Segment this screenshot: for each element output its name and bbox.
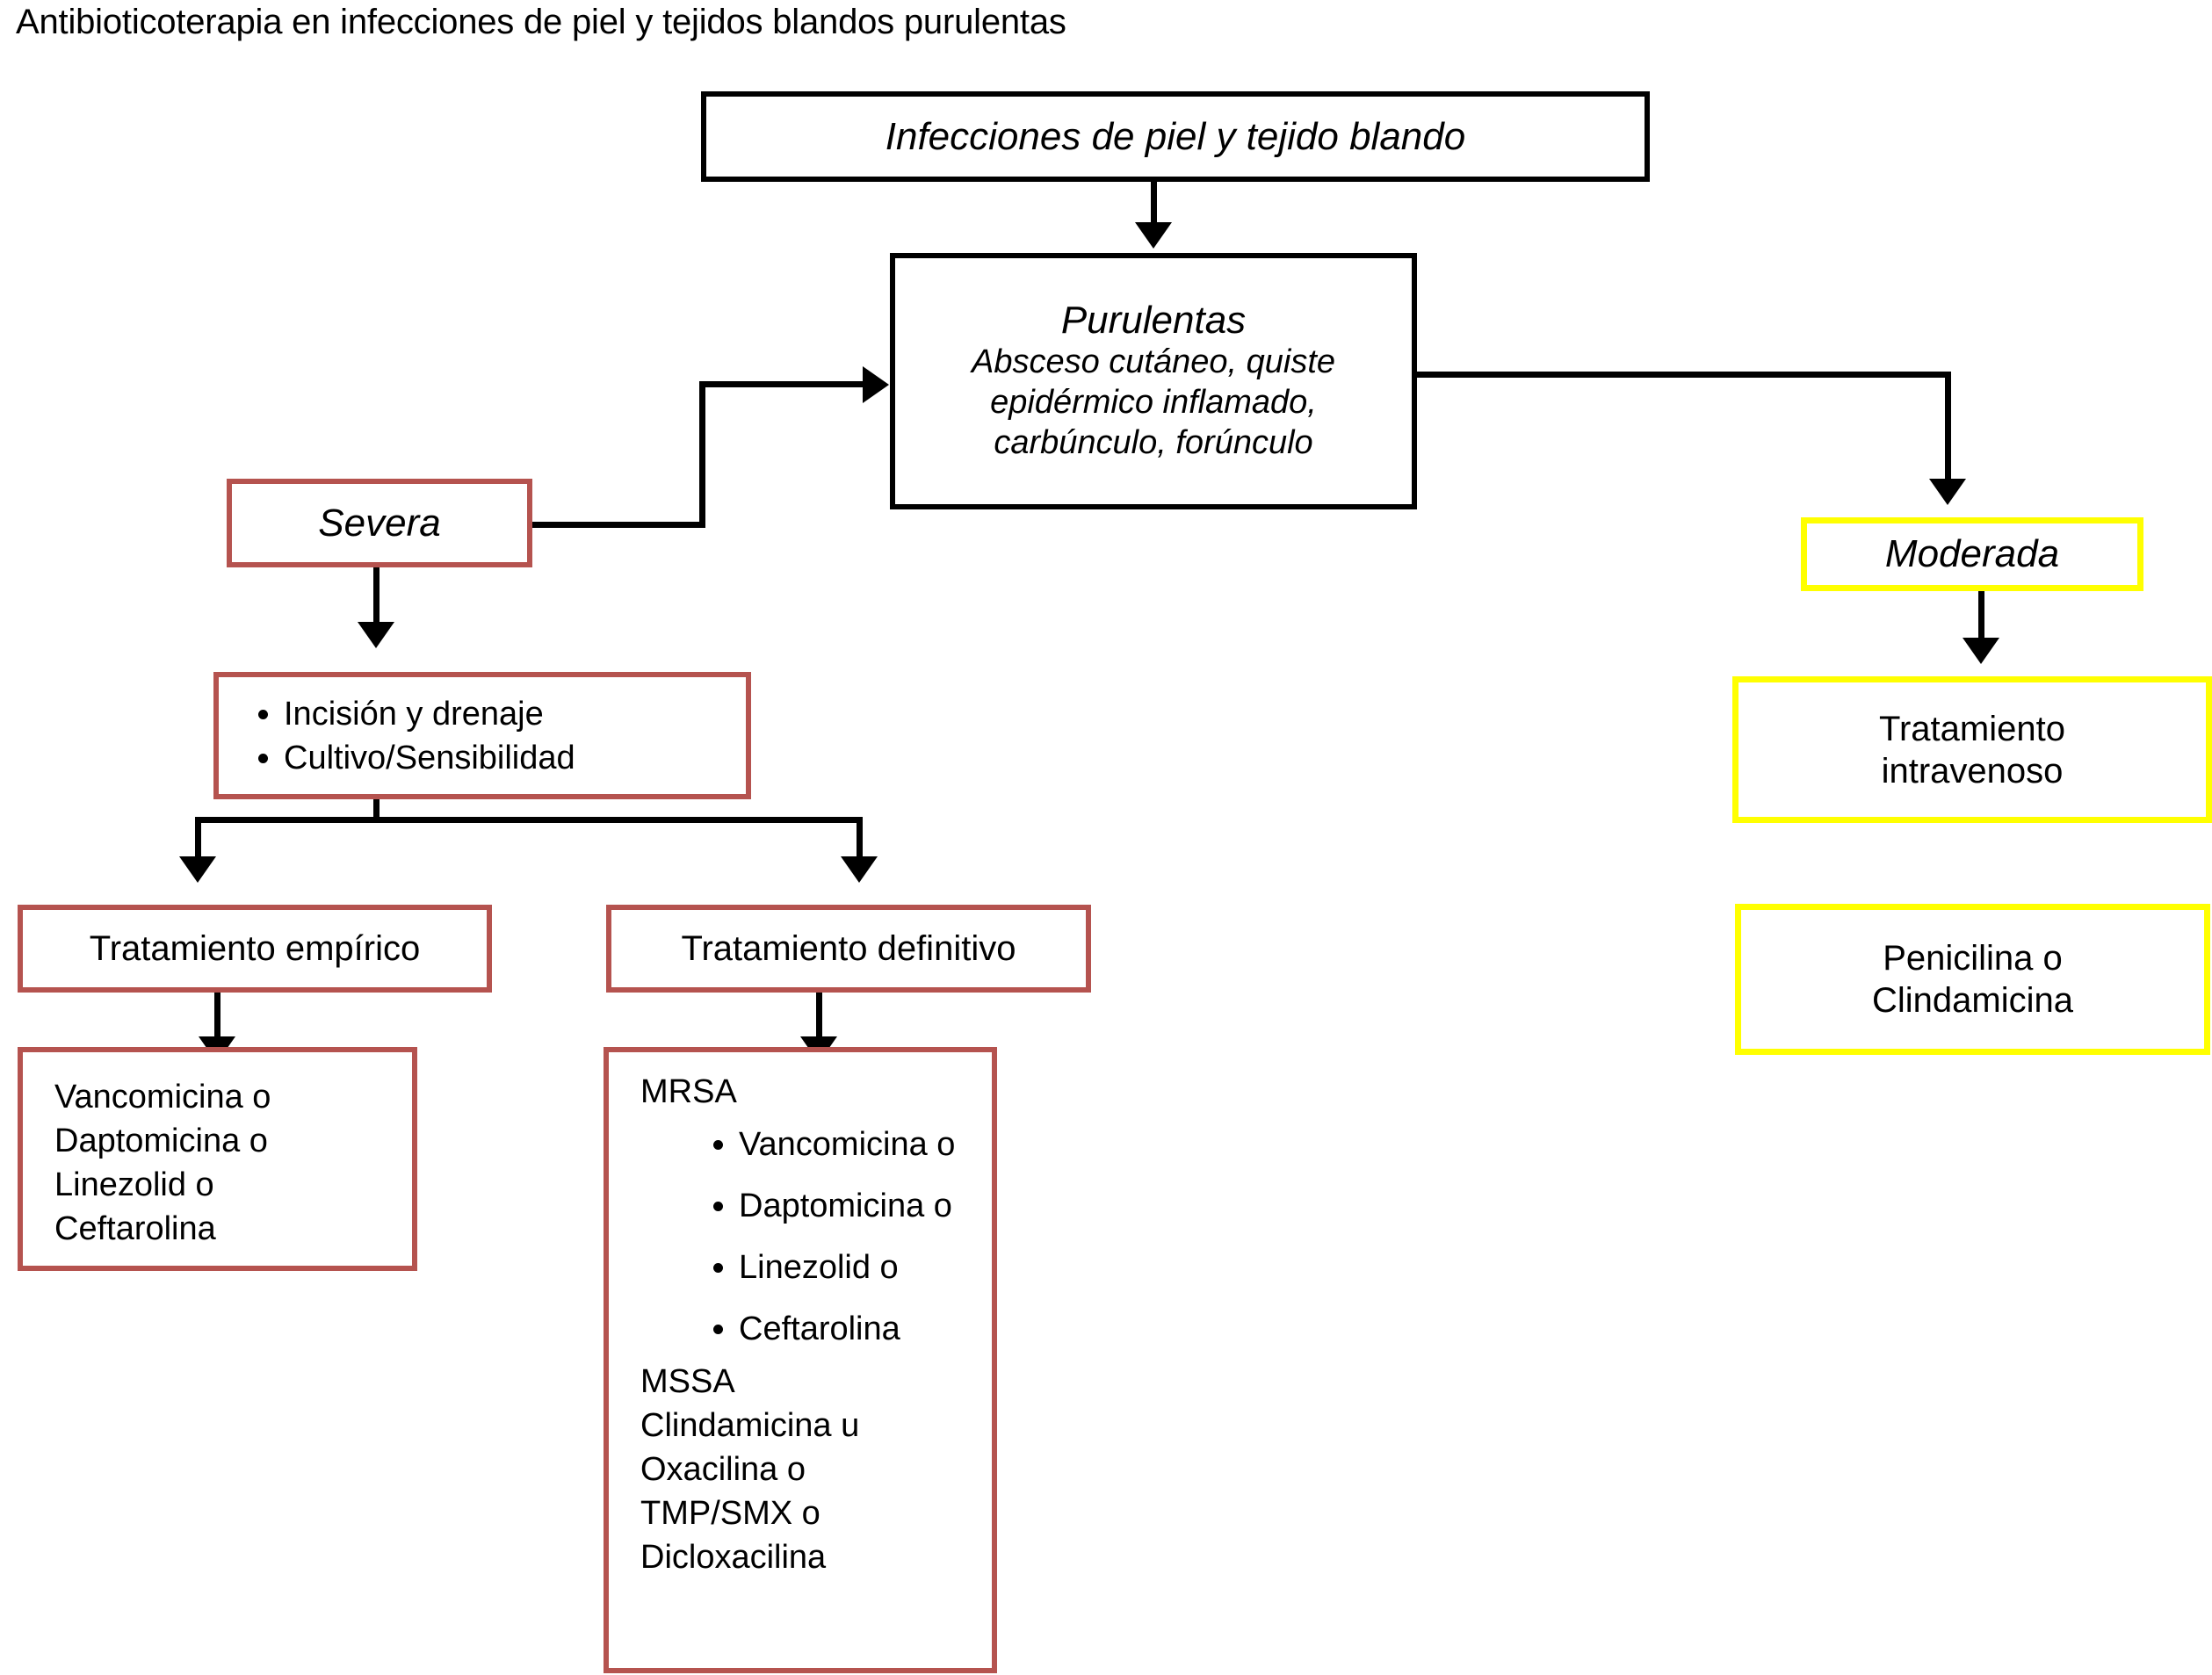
- node-iv-line-1: Tratamiento: [1879, 709, 2065, 748]
- connector-moderada-to-iv-arrow: [1963, 638, 1999, 664]
- node-iv-line-2: intravenoso: [1881, 751, 2064, 791]
- node-definitivo-drugs[interactable]: MRSA Vancomicina o Daptomicina o Linezol…: [604, 1047, 997, 1673]
- node-tratamiento-definitivo-label: Tratamiento definitivo: [681, 929, 1016, 968]
- list-item: Linezolid o: [739, 1237, 992, 1298]
- mrsa-drug-list: Vancomicina o Daptomicina o Linezolid o …: [640, 1114, 992, 1360]
- connector-severa-to-purulentas-seg1: [530, 522, 705, 528]
- node-moderada[interactable]: Moderada: [1801, 517, 2143, 591]
- connector-split-right-arrow: [841, 856, 878, 883]
- connector-split-horizontal-bar: [195, 817, 863, 823]
- node-moderada-drugs[interactable]: Penicilina o Clindamicina: [1735, 904, 2210, 1055]
- empirico-drug-line-3: Linezolid o: [54, 1166, 214, 1203]
- node-purulentas-title: Purulentas: [1060, 299, 1247, 342]
- moderada-drug-line-2: Clindamicina: [1872, 981, 2073, 1020]
- node-severa-label: Severa: [318, 501, 441, 545]
- connector-severa-to-steps-arrow: [358, 622, 394, 648]
- list-item: Incisión y drenaje: [284, 692, 746, 736]
- mrsa-heading: MRSA: [640, 1073, 737, 1110]
- list-item: Vancomicina o: [739, 1114, 992, 1175]
- node-empirico-drugs[interactable]: Vancomicina o Daptomicina o Linezolid o …: [18, 1047, 417, 1271]
- node-tratamiento-empirico[interactable]: Tratamiento empírico: [18, 905, 492, 993]
- connector-moderada-to-iv-line: [1978, 591, 1984, 644]
- node-moderada-label: Moderada: [1884, 532, 2060, 575]
- node-tratamiento-definitivo[interactable]: Tratamiento definitivo: [606, 905, 1091, 993]
- page-title: Antibioticoterapia en infecciones de pie…: [16, 3, 1066, 41]
- severa-steps-list: Incisión y drenaje Cultivo/Sensibilidad: [219, 692, 746, 780]
- list-item: Cultivo/Sensibilidad: [284, 736, 746, 780]
- node-purulentas-detail-line-3: carbúnculo, forúnculo: [994, 424, 1313, 461]
- connector-severa-to-steps-line: [373, 567, 380, 628]
- node-root-label: Infecciones de piel y tejido blando: [885, 114, 1466, 158]
- empirico-drug-line-4: Ceftarolina: [54, 1210, 216, 1247]
- connector-severa-to-purulentas-seg3: [699, 381, 866, 387]
- node-tratamiento-intravenoso[interactable]: Tratamiento intravenoso: [1732, 676, 2212, 823]
- connector-definitivo-to-drugs-line: [816, 993, 822, 1043]
- connector-purulentas-to-moderada-seg2: [1945, 372, 1951, 484]
- list-item: Daptomicina o: [739, 1175, 992, 1237]
- mssa-drug-line-2: Oxacilina o: [640, 1451, 806, 1488]
- moderada-drug-line-1: Penicilina o: [1883, 939, 2063, 978]
- connector-root-to-purulentas-line: [1151, 182, 1157, 228]
- node-purulentas-detail-line-1: Absceso cutáneo, quiste: [971, 343, 1336, 380]
- node-purulentas-detail-line-2: epidérmico inflamado,: [990, 384, 1317, 421]
- node-severa-steps[interactable]: Incisión y drenaje Cultivo/Sensibilidad: [213, 672, 751, 799]
- list-item: Ceftarolina: [739, 1298, 992, 1360]
- mssa-drug-line-1: Clindamicina u: [640, 1407, 860, 1444]
- node-tratamiento-empirico-label: Tratamiento empírico: [89, 929, 421, 968]
- node-severa[interactable]: Severa: [227, 479, 532, 567]
- connector-empirico-to-drugs-line: [214, 993, 220, 1043]
- connector-purulentas-to-moderada-seg1: [1417, 372, 1951, 378]
- empirico-drug-line-2: Daptomicina o: [54, 1123, 268, 1159]
- connector-split-vertical-stub: [373, 799, 380, 821]
- empirico-drug-line-1: Vancomicina o: [54, 1079, 271, 1115]
- node-infecciones-piel-tejido-blando[interactable]: Infecciones de piel y tejido blando: [701, 91, 1650, 182]
- connector-purulentas-to-moderada-arrow: [1929, 479, 1966, 505]
- connector-severa-to-purulentas-seg2: [699, 381, 705, 528]
- connector-split-left-arrow: [179, 856, 216, 883]
- connector-split-left-drop: [195, 817, 201, 863]
- mssa-heading: MSSA: [640, 1363, 735, 1400]
- mssa-drug-line-4: Dicloxacilina: [640, 1539, 827, 1576]
- connector-root-to-purulentas-arrow: [1135, 222, 1172, 249]
- connector-severa-to-purulentas-arrow: [863, 366, 889, 403]
- node-purulentas[interactable]: Purulentas Absceso cutáneo, quiste epidé…: [890, 253, 1417, 509]
- mssa-drug-line-3: TMP/SMX o: [640, 1495, 820, 1532]
- connector-split-right-drop: [857, 817, 863, 863]
